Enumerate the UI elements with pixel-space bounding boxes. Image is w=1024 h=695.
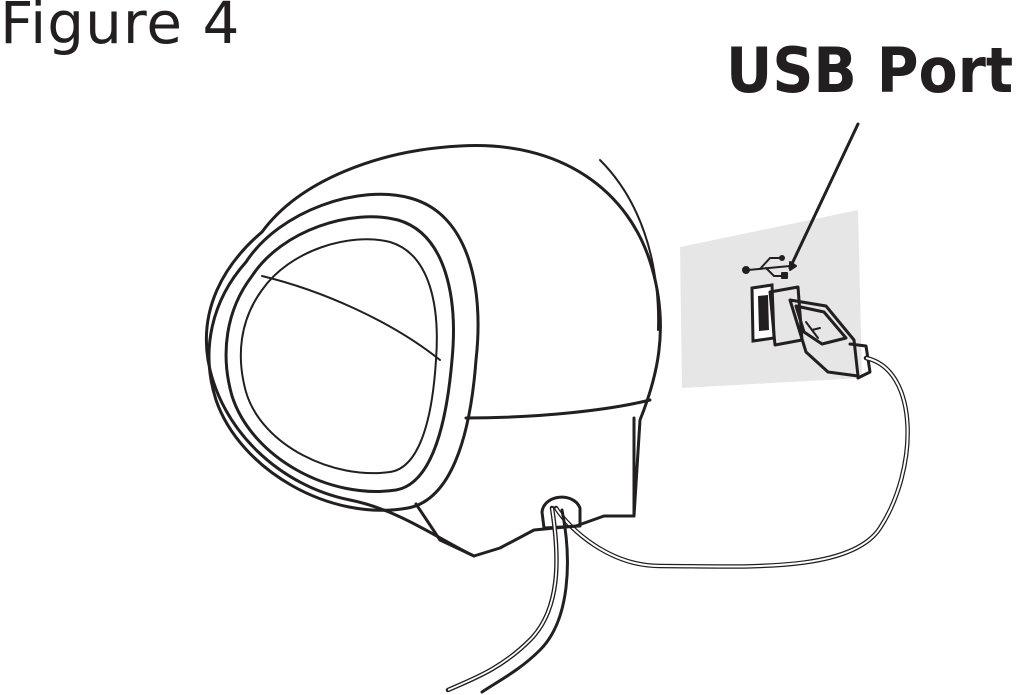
printer-body [204,144,662,558]
callout-leader-line [788,122,860,270]
usb-port-callout-label: USB Port [726,34,1014,107]
usb-cable [553,355,910,569]
power-cord [445,505,569,694]
figure-title: Figure 4 [0,0,241,57]
usb-symbol-icon [742,255,797,279]
usb-plug [768,285,872,380]
printer-front-face [207,192,480,512]
